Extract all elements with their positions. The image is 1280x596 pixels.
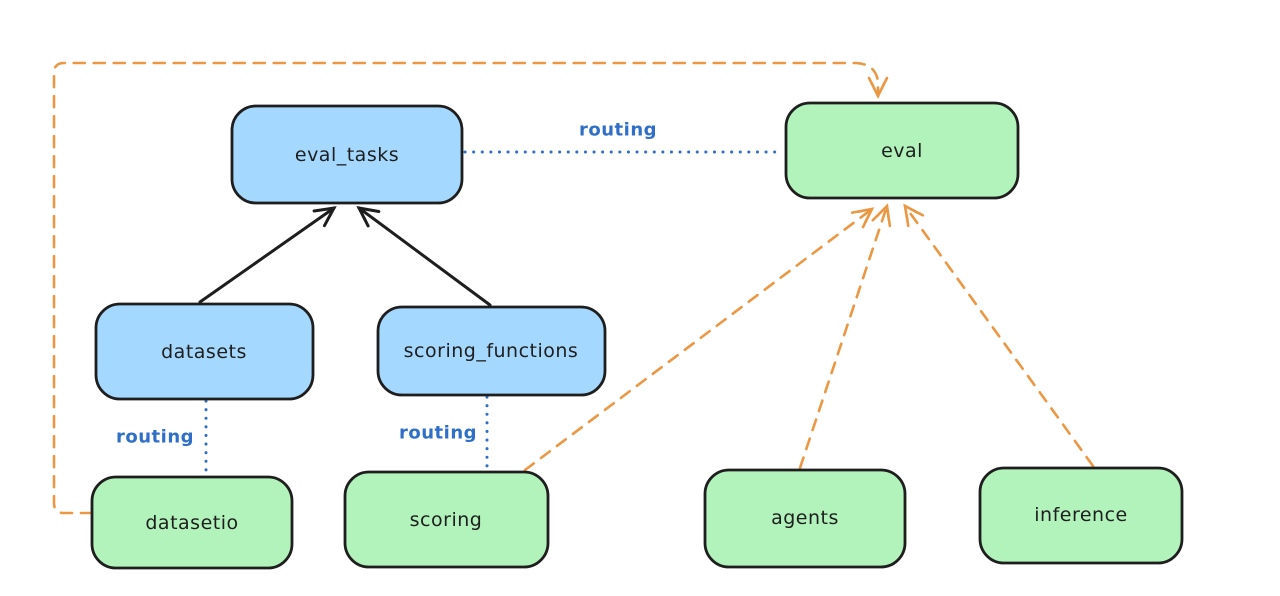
node-agents-box (703, 468, 907, 569)
node-inference: inference (978, 466, 1184, 565)
node-eval-tasks-label: eval_tasks (295, 144, 399, 166)
node-scoring-label: scoring (410, 509, 483, 531)
node-scoring-functions: scoring_functions (376, 305, 607, 397)
node-agents-label: agents (771, 507, 839, 529)
node-inference-box (978, 466, 1184, 565)
edge-datasets-to-eval-tasks (198, 206, 337, 304)
node-scoring-functions-label: scoring_functions (404, 340, 579, 362)
node-eval-label: eval (881, 140, 923, 162)
node-scoring: scoring (343, 470, 550, 569)
routing-label-datasets-datasetio: routing (116, 427, 194, 448)
node-agents: agents (703, 468, 907, 569)
node-eval-tasks: eval_tasks (230, 104, 464, 205)
edge-scoring-to-eval (523, 207, 875, 472)
node-datasetio: datasetio (90, 475, 294, 570)
node-eval-box (784, 101, 1020, 200)
node-eval: eval (784, 101, 1020, 200)
routing-label-eval-tasks-eval: routing (579, 120, 657, 141)
edge-inference-to-eval (903, 203, 1095, 468)
node-datasetio-label: datasetio (145, 512, 238, 534)
edge-agents-to-eval (798, 203, 892, 470)
node-scoring-box (343, 470, 550, 569)
node-datasetio-box (90, 475, 294, 570)
edge-datasetio-to-eval (52, 61, 889, 515)
routing-label-scoring-functions-scoring: routing (399, 423, 477, 444)
node-datasets-box (94, 302, 315, 401)
node-inference-label: inference (1034, 504, 1127, 526)
node-eval-tasks-box (230, 104, 464, 205)
node-datasets: datasets (94, 302, 315, 401)
edge-scoring-functions-to-eval-tasks (356, 206, 492, 307)
node-scoring-functions-box (376, 305, 607, 397)
node-datasets-label: datasets (161, 341, 247, 363)
